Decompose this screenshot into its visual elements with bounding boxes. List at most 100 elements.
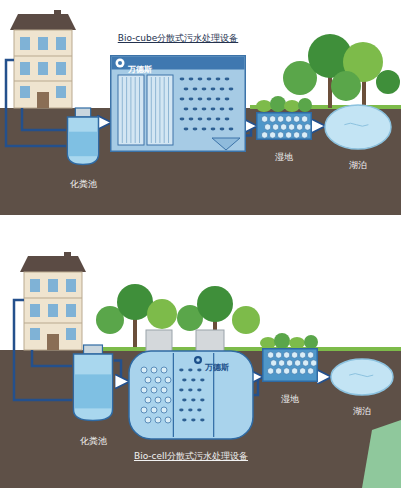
media-ball: [145, 417, 151, 423]
bio-cell-unit: 万德斯Bio-cell分散式污水处理设备: [128, 350, 254, 440]
gravel: [286, 360, 292, 366]
manhole: [146, 330, 172, 352]
lake: 湖泊: [324, 104, 392, 150]
tree-crown: [331, 71, 361, 101]
bubble: [207, 78, 212, 81]
hopper: [212, 138, 240, 150]
house-pipe: [32, 350, 72, 366]
panel-line: [164, 77, 165, 143]
media-ball: [141, 387, 147, 393]
logo-icon-dot: [118, 61, 122, 65]
trees: [96, 284, 260, 350]
bubble: [211, 128, 216, 131]
media-ball: [161, 367, 167, 373]
wetland-bed: [257, 113, 312, 140]
bubble: [184, 88, 189, 91]
bubble: [207, 118, 212, 121]
media-ball: [155, 377, 161, 383]
gravel: [269, 132, 275, 138]
gravel: [267, 352, 273, 358]
bubble: [216, 78, 221, 81]
wetland-plants: [256, 96, 312, 112]
tree-crown: [197, 286, 233, 322]
flow-pipe: [254, 377, 262, 395]
bubble: [197, 389, 201, 392]
gravel: [301, 116, 307, 122]
gravel: [269, 116, 275, 122]
bubble: [225, 78, 230, 81]
gravel: [299, 352, 305, 358]
bubble: [191, 399, 195, 402]
bubble: [179, 409, 183, 412]
manhole: [196, 330, 224, 352]
lake-water: [325, 105, 391, 149]
media-ball: [165, 417, 171, 423]
lake: 湖泊: [330, 358, 394, 396]
media-ball: [155, 397, 161, 403]
tank-neck: [84, 345, 103, 354]
tank-label-slot: 化粪池: [70, 172, 97, 191]
media-ball: [155, 417, 161, 423]
plant: [289, 337, 305, 349]
water-surface: [69, 132, 97, 157]
bubble: [179, 389, 183, 392]
house-pipe: [14, 300, 72, 400]
gravel: [261, 116, 267, 122]
bubble: [188, 409, 192, 412]
bubble: [200, 399, 204, 402]
bubble: [202, 108, 207, 111]
bubble: [180, 98, 185, 101]
gravel: [270, 360, 276, 366]
tree-crown: [232, 306, 260, 334]
lake-shape: [330, 358, 394, 396]
bubble: [211, 88, 216, 91]
bubble: [182, 379, 186, 382]
brand-logo-slot: 万德斯: [128, 57, 152, 76]
wetland-label-slot: 湿地: [275, 145, 293, 164]
bubble: [220, 128, 225, 131]
ground: [0, 350, 401, 488]
grass-strip: [90, 347, 401, 351]
bubble: [180, 78, 185, 81]
wetland-plants: [260, 333, 318, 349]
trees: [283, 34, 400, 108]
wetland-shape: [256, 112, 312, 140]
bubble: [180, 118, 185, 121]
lake-label-slot: 湖泊: [353, 399, 371, 418]
equipment-housing: [111, 56, 246, 152]
panel-line: [122, 77, 123, 143]
house-pipe: [22, 108, 66, 130]
gravel: [293, 132, 299, 138]
house-pipe: [6, 60, 66, 146]
plant: [284, 100, 300, 112]
gravel: [285, 132, 291, 138]
wetland-label: 湿地: [275, 152, 293, 162]
bubble: [200, 419, 204, 422]
gravel: [307, 368, 313, 374]
logo-icon: [194, 356, 202, 364]
wetland-label-slot: 湿地: [281, 387, 299, 406]
media-ball: [151, 387, 157, 393]
panel-line: [126, 77, 127, 143]
plant: [274, 333, 290, 349]
gravel: [277, 132, 283, 138]
bubble: [198, 78, 203, 81]
bubble: [225, 98, 230, 101]
flow-pipe: [312, 125, 324, 128]
bio-cell-shape: [128, 350, 254, 440]
bubble: [189, 118, 194, 121]
bubble: [220, 108, 225, 111]
gravel: [288, 124, 294, 130]
lake-label-slot: 湖泊: [349, 153, 367, 172]
logo-icon: [116, 59, 125, 68]
gravel: [291, 368, 297, 374]
panel-line: [155, 77, 156, 143]
bubble: [229, 88, 234, 91]
media-panel: [147, 75, 173, 145]
tank-capsule: [129, 351, 253, 439]
brand-logo-slot: 万德斯: [205, 355, 229, 374]
bubble: [184, 128, 189, 131]
bubble: [191, 419, 195, 422]
septic-tank: 化粪池: [72, 345, 114, 422]
tank-label: 化粪池: [80, 436, 107, 446]
